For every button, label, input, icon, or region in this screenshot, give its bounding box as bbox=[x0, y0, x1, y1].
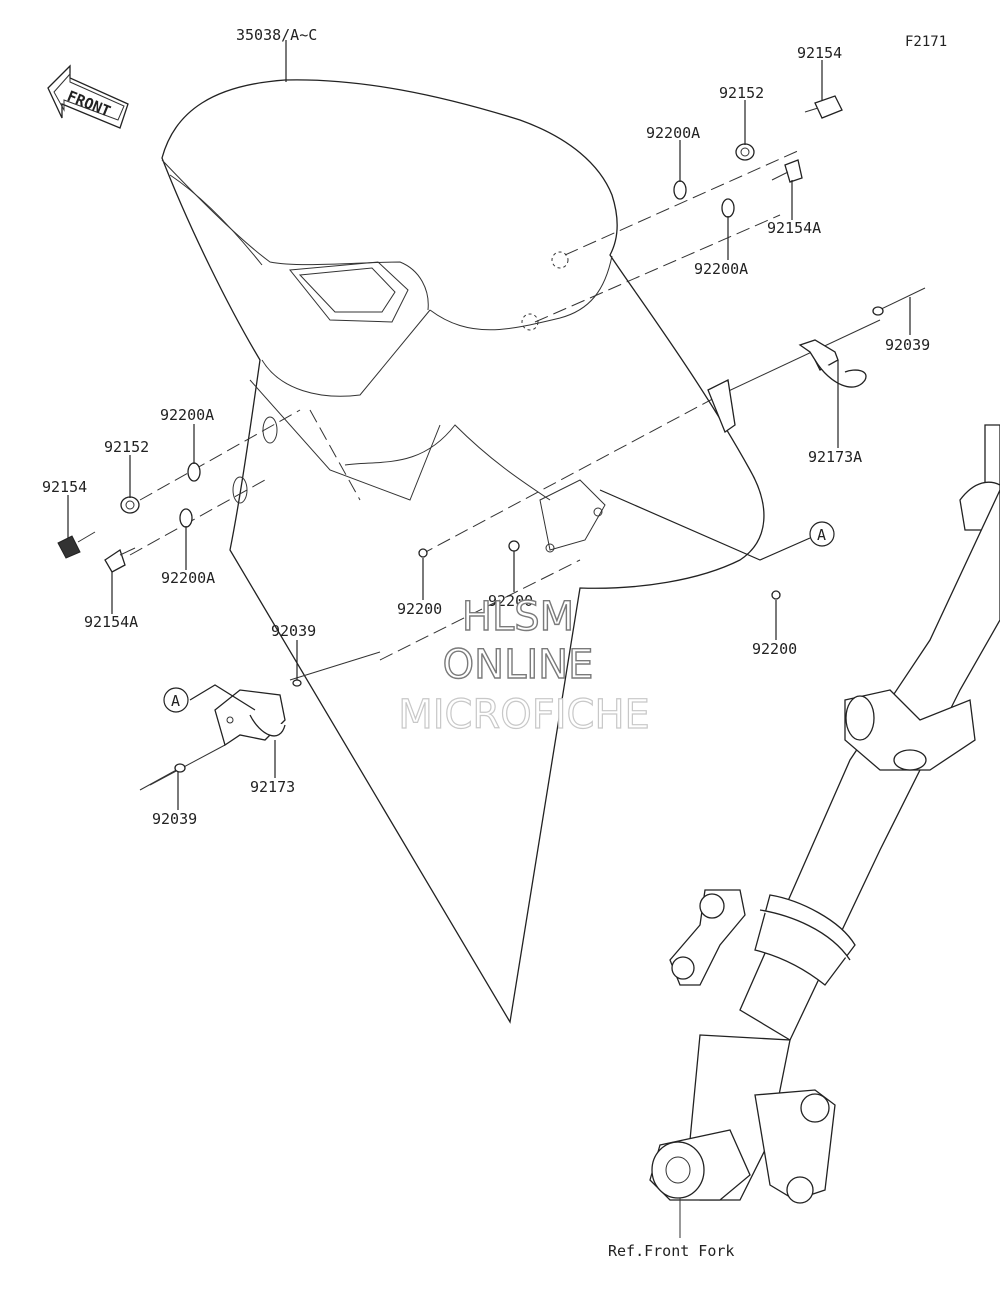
callout-a-right-letter: A bbox=[817, 526, 826, 544]
label-washer-right-upper: 92200A bbox=[646, 124, 700, 142]
label-screw-left: 92154A bbox=[84, 613, 138, 631]
label-screw-right: 92154A bbox=[767, 219, 821, 237]
label-pin-left-lower: 92039 bbox=[152, 810, 197, 828]
label-washer-center-1: 92200 bbox=[397, 600, 442, 618]
callout-a-left-letter: A bbox=[171, 692, 180, 710]
label-pin-right: 92039 bbox=[885, 336, 930, 354]
watermark-line-1: HLSM bbox=[462, 594, 574, 640]
label-washer-left-upper: 92200A bbox=[160, 406, 214, 424]
watermark-line-2: ONLINE bbox=[443, 642, 594, 688]
label-clamp-left: 92173 bbox=[250, 778, 295, 796]
front-arrow-icon: FRONT bbox=[47, 64, 129, 129]
label-washer-center-2: 92200 bbox=[488, 592, 533, 610]
watermark-line-3: MICROFICHE bbox=[398, 692, 650, 738]
watermark: HLSM ONLINE MICROFICHE bbox=[398, 593, 651, 738]
label-washer-right-lower: 92200A bbox=[694, 260, 748, 278]
front-fender bbox=[161, 79, 765, 1024]
leader-lines bbox=[67, 40, 911, 810]
assembly-lines bbox=[129, 149, 881, 786]
front-fork bbox=[649, 424, 1000, 1238]
label-washer-left-lower: 92200A bbox=[161, 569, 215, 587]
callout-a-right: A bbox=[809, 521, 835, 547]
label-pin-left-upper: 92039 bbox=[271, 622, 316, 640]
label-collar-left: 92152 bbox=[104, 438, 149, 456]
label-ref-front-fork: Ref.Front Fork bbox=[608, 1242, 734, 1260]
label-collar-right: 92152 bbox=[719, 84, 764, 102]
label-fender: 35038/A~C bbox=[236, 26, 317, 44]
label-bolt-right: 92154 bbox=[797, 44, 842, 62]
hardware-left bbox=[57, 462, 781, 791]
label-clamp-right: 92173A bbox=[808, 448, 862, 466]
hardware-right bbox=[673, 95, 926, 434]
callout-a-left: A bbox=[163, 687, 189, 713]
label-washer-center-3: 92200 bbox=[752, 640, 797, 658]
figure-code: F2171 bbox=[905, 34, 947, 50]
label-bolt-left: 92154 bbox=[42, 478, 87, 496]
